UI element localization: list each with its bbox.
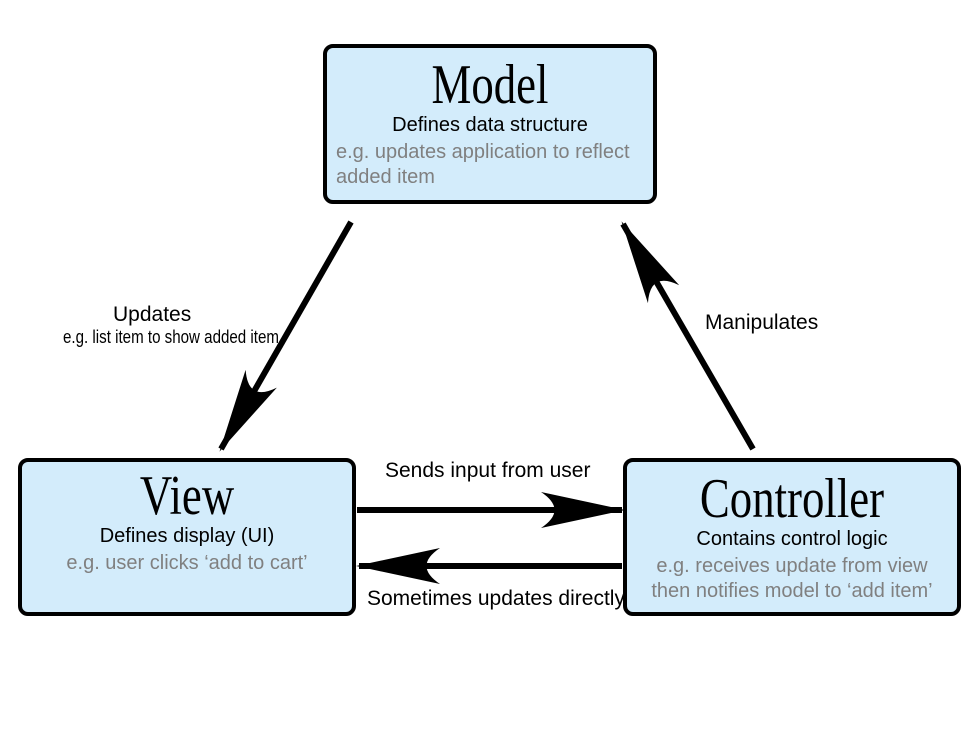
updates-label: Updates	[113, 303, 192, 326]
controller-subtitle: Contains control logic	[696, 528, 888, 550]
view-example: e.g. user clicks ‘add to cart’	[22, 551, 352, 576]
view-box: View Defines display (UI) e.g. user clic…	[18, 458, 356, 616]
model-example: e.g. updates application to reflect adde…	[327, 140, 653, 190]
controller-box: Controller Contains control logic e.g. r…	[623, 458, 961, 616]
controller-example-line: then notifies model to ‘add item’	[651, 580, 933, 602]
model-example-line: e.g. updates application to reflect	[336, 141, 630, 163]
controller-example: e.g. receives update from view then noti…	[627, 554, 957, 604]
sends-input-label: Sends input from user	[385, 459, 591, 482]
controller-example-line: e.g. receives update from view	[656, 555, 928, 577]
model-box: Model Defines data structure e.g. update…	[323, 44, 657, 204]
view-title: View	[139, 465, 235, 527]
view-example-line: e.g. user clicks ‘add to cart’	[66, 552, 308, 574]
arrow-controller-to-model	[620, 221, 756, 451]
model-title: Model	[431, 54, 549, 116]
model-example-line: added item	[336, 166, 435, 188]
model-subtitle: Defines data structure	[392, 114, 588, 136]
manipulates-label: Manipulates	[705, 311, 819, 334]
view-subtitle: Defines display (UI)	[99, 525, 275, 547]
updates-sublabel: e.g. list item to show added item	[63, 327, 279, 347]
sometimes-updates-label: Sometimes updates directly	[367, 587, 625, 610]
controller-title: Controller	[699, 468, 885, 530]
arrow-model-to-view	[218, 220, 354, 452]
